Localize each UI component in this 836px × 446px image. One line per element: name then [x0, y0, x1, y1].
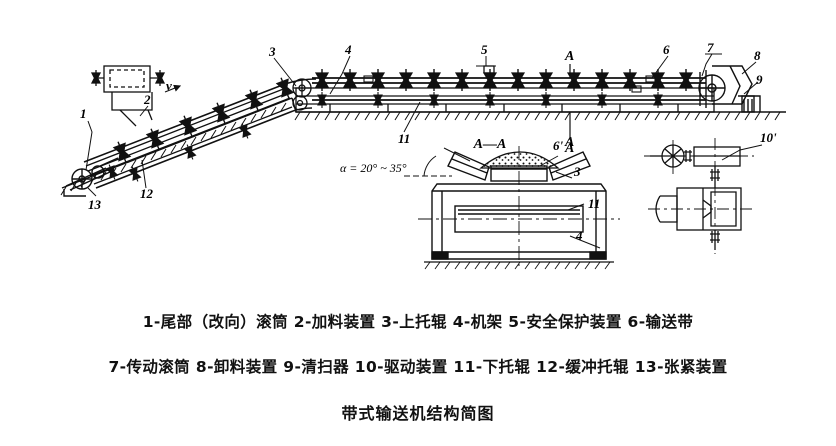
- callout-2: 2: [143, 92, 151, 107]
- callout-5: 5: [481, 42, 488, 57]
- knee-pulley-group: [292, 78, 312, 111]
- section-title-aa: A—A: [473, 137, 507, 152]
- belt-fittings: [363, 75, 656, 93]
- tail-pulley-and-tensioner: [63, 157, 119, 197]
- callout-13: 13: [88, 197, 102, 212]
- callout-9: 9: [756, 72, 763, 87]
- speed-arrow-label: v: [166, 78, 172, 93]
- section-view-a-a: A—A α = 20° ~ 35°: [340, 130, 620, 270]
- drive-unit-detail: 10': [644, 130, 777, 254]
- ground-hatch-horizontal: [294, 111, 781, 121]
- return-idlers-inclined: [128, 123, 252, 182]
- ground-hatch-inclined: [60, 102, 287, 196]
- callout-3-section: 3: [573, 164, 581, 179]
- callout-3: 3: [268, 44, 276, 59]
- section-centrelines: [418, 146, 620, 266]
- callout-11-section: 11: [588, 196, 600, 211]
- callout-6: 6: [663, 42, 670, 57]
- callout-leaders-section: [539, 155, 601, 249]
- callout-12: 12: [140, 186, 154, 201]
- belt-inclined: [83, 83, 294, 189]
- belt-speed-arrow: [164, 84, 182, 93]
- callout-10-prime: 10': [760, 130, 777, 145]
- drive-centrelines: [644, 138, 754, 254]
- callout-leader-drive: [721, 144, 763, 161]
- belt-transition-curve: [284, 78, 317, 112]
- callout-11: 11: [398, 131, 410, 146]
- figure-title: 带式输送机结构简图: [341, 404, 495, 423]
- belt-horizontal: [312, 77, 706, 101]
- callout-6-prime-section: 6': [553, 138, 564, 153]
- callout-7: 7: [707, 40, 714, 55]
- legend-caption-line-2: 7-传动滚筒 8-卸料装置 9-清扫器 10-驱动装置 11-下托辊 12-缓冲…: [108, 358, 728, 376]
- bulk-material: [479, 151, 560, 169]
- trough-angle-note: α = 20° ~ 35°: [340, 161, 407, 175]
- drive-pulley-head-assembly: [698, 65, 761, 113]
- section-marker-bottom: A: [564, 135, 574, 150]
- callout-leaders-main: [85, 53, 759, 197]
- callout-1: 1: [80, 106, 87, 121]
- return-idlers-horizontal: [317, 92, 663, 108]
- main-side-view: v: [60, 40, 786, 212]
- callout-4: 4: [344, 42, 352, 57]
- conveyor-frame-inclined: [85, 87, 293, 185]
- section-ground-hatch: [424, 261, 611, 270]
- callout-4-section: 4: [575, 228, 583, 243]
- trough-angle-arc: [423, 155, 437, 177]
- section-marker-top: A: [564, 49, 574, 64]
- buffer-idlers: [105, 164, 119, 180]
- carrying-idlers-horizontal: [314, 69, 694, 91]
- callout-8: 8: [754, 48, 761, 63]
- section-marker-right: A: [564, 141, 574, 156]
- legend-caption-line-1: 1-尾部（改向）滚筒 2-加料装置 3-上托辊 4-机架 5-安全保护装置 6-…: [142, 313, 694, 331]
- conveyor-frame-horizontal: [295, 87, 715, 113]
- ground-line-inclined: [61, 97, 293, 189]
- feeding-device: [90, 65, 166, 127]
- carrying-idlers-inclined: [112, 77, 295, 163]
